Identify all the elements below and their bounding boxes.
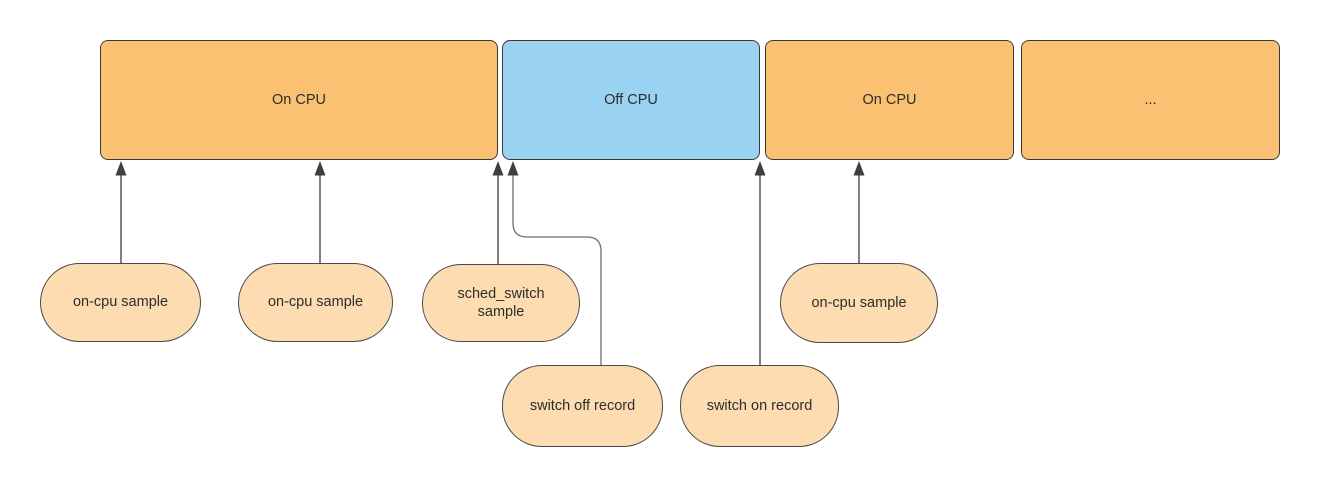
callout-label: on-cpu sample — [267, 294, 364, 311]
callout-sched-switch-sample: sched_switch sample — [422, 264, 580, 342]
callout-on-cpu-sample-1: on-cpu sample — [40, 263, 201, 342]
callout-label: on-cpu sample — [811, 294, 907, 311]
callout-label: on-cpu sample — [72, 294, 169, 311]
arrow-on-cpu-sample-2 — [314, 161, 326, 263]
arrow-on-cpu-sample-1 — [115, 161, 127, 263]
segment-label: ... — [1144, 92, 1157, 108]
segment-ellipsis: ... — [1021, 40, 1280, 160]
callout-on-cpu-sample-2: on-cpu sample — [238, 263, 393, 342]
callout-label: sched_switch sample — [457, 285, 545, 320]
segment-on-cpu-1: On CPU — [100, 40, 498, 160]
segment-off-cpu: Off CPU — [502, 40, 760, 160]
callout-label: switch off record — [529, 397, 636, 414]
segment-label: On CPU — [862, 92, 917, 108]
arrow-on-cpu-sample-3 — [853, 161, 865, 263]
callout-label: switch on record — [706, 397, 813, 414]
arrow-switch-on-record — [754, 161, 766, 365]
callout-switch-on-record: switch on record — [680, 365, 839, 447]
segment-label: Off CPU — [604, 92, 658, 108]
callout-switch-off-record: switch off record — [502, 365, 663, 447]
segment-label: On CPU — [272, 92, 326, 108]
arrow-sched-switch-sample — [492, 161, 504, 264]
callout-on-cpu-sample-3: on-cpu sample — [780, 263, 938, 343]
segment-on-cpu-2: On CPU — [765, 40, 1014, 160]
